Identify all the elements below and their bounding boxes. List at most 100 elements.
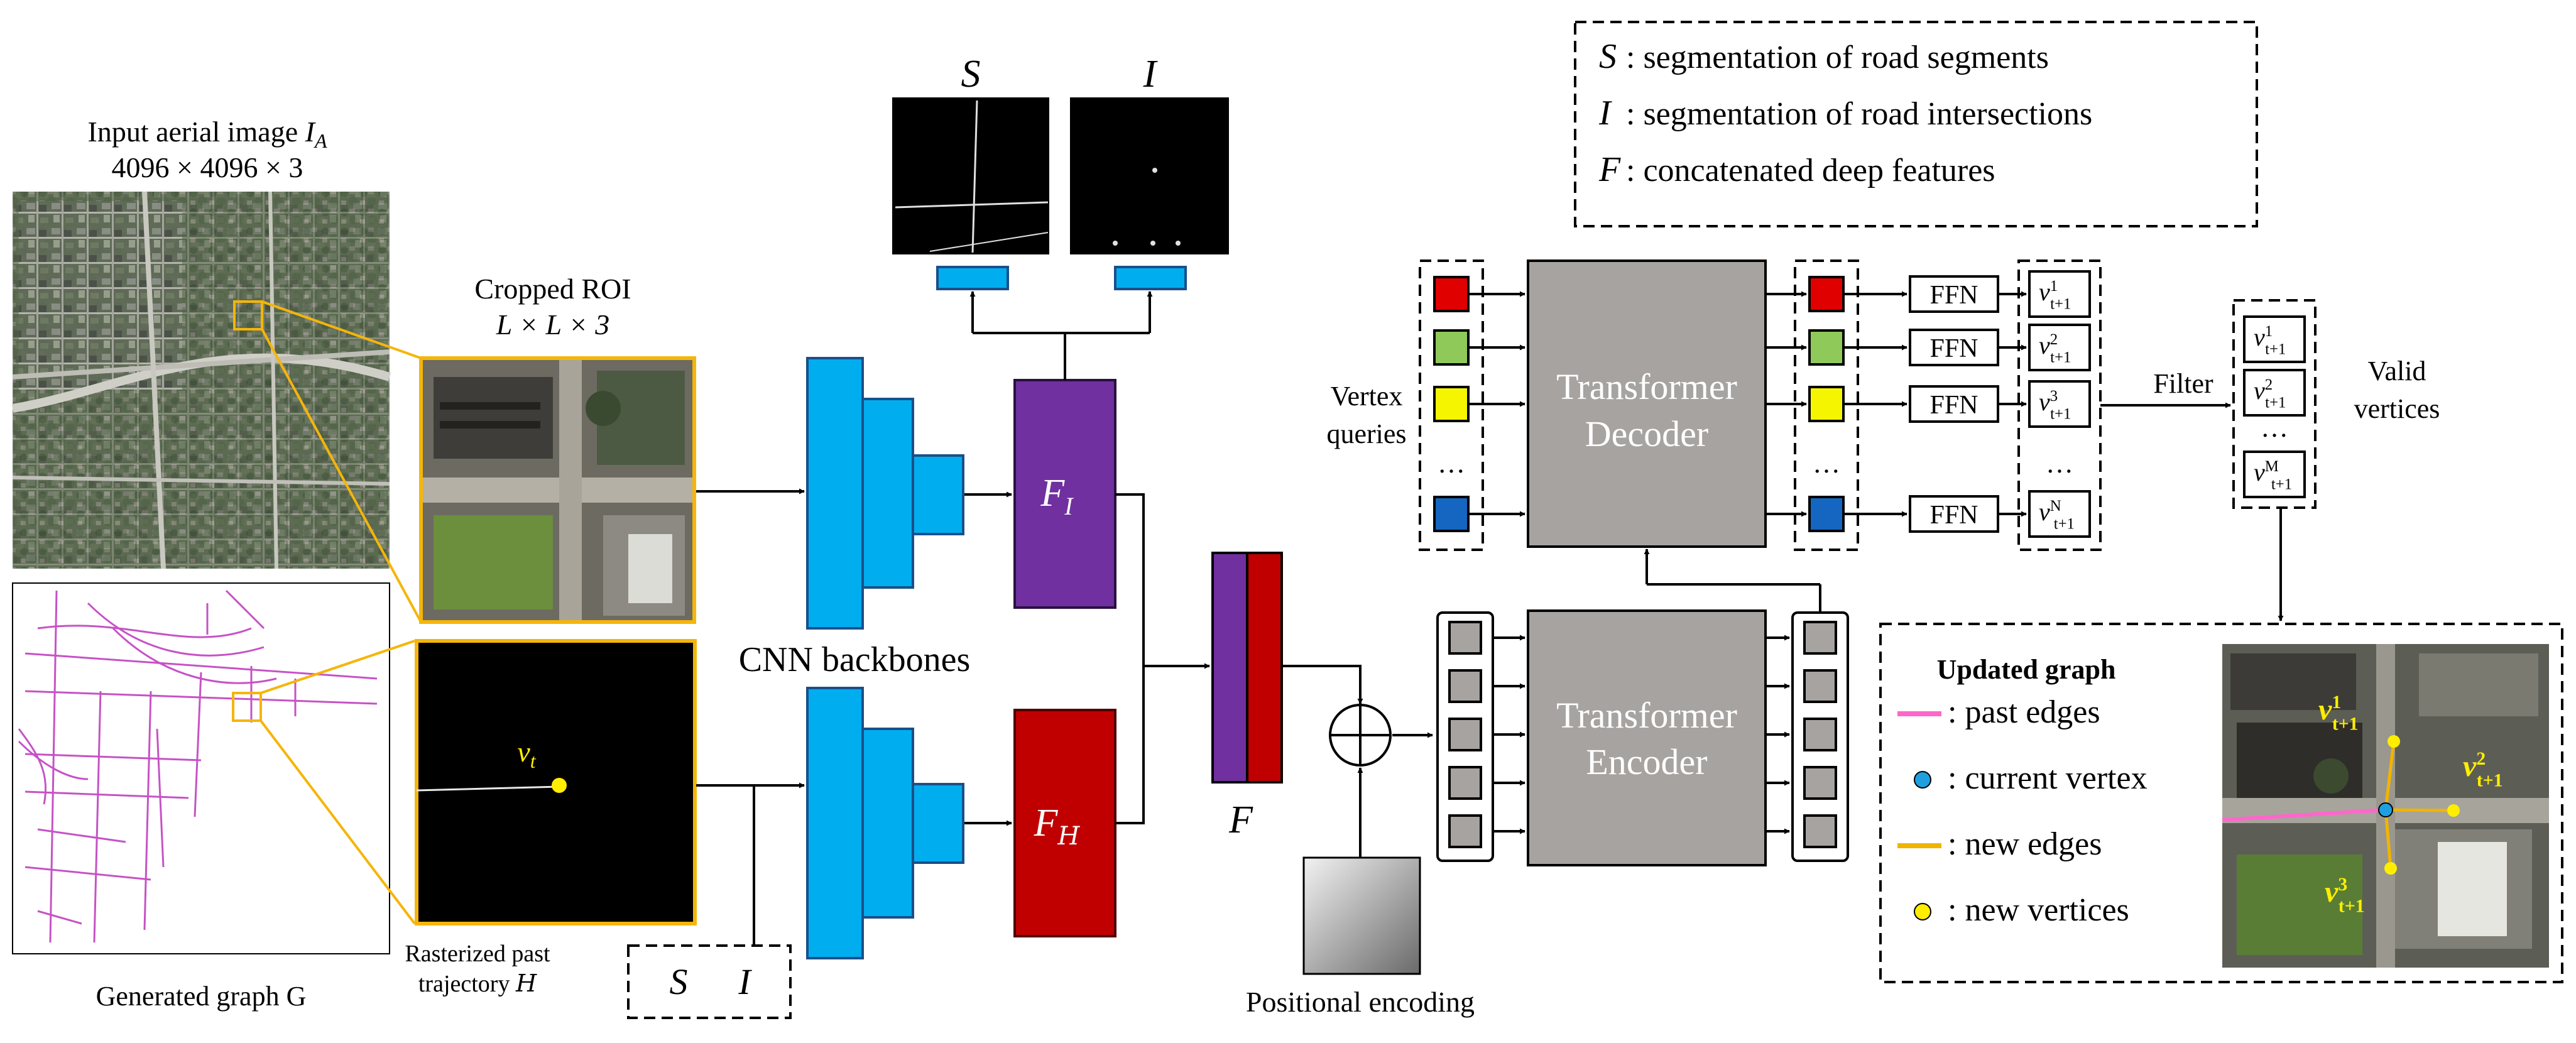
new-vertex-swatch [1914,903,1931,920]
decoder-label-line1: Transformer [1556,366,1737,407]
encoder-output-token [1803,621,1837,655]
updated-graph-title: Updated graph [1937,654,2116,685]
updated-graph-legend-text: : new edges [1948,826,2102,862]
feature-fi-symbol: FI [1040,472,1074,520]
cropped-roi-image [419,356,696,624]
ffn-label: FFN [1929,501,1978,530]
seg-s-map [892,97,1049,254]
ffn-box [1909,329,1999,366]
ffn-label: FFN [1929,391,1978,420]
encoder-input-token [1448,766,1482,800]
plus-connectors [1282,665,1433,858]
valid-vertices-ellipsis: … [2261,412,2288,443]
ffn-box [1909,495,1999,533]
predicted-vertex-box [2028,324,2091,371]
encoder-label-line1: Transformer [1556,695,1737,736]
zoom-lines [259,300,422,925]
si-s-symbol: S [670,961,688,1002]
positional-encoding-label: Positional encoding [1246,986,1475,1018]
valid-vertex-box [2243,369,2306,417]
cnn-backbone-top [806,357,964,630]
encoder-decoder-connector [1644,549,1821,613]
encoder-input-token [1448,621,1482,655]
cnn-to-feature-arrows [964,491,1012,826]
feature-fh-block: FH [1013,709,1116,937]
seg-s-head [936,266,1009,290]
generated-graph-label: Generated graph G [96,981,307,1012]
vertex-query-token [1433,276,1470,312]
valid-vertex-box [2243,315,2306,363]
left-connectors [696,488,805,946]
updated-graph-legend-text: : new vertices [1948,892,2129,928]
input-image-title: Input aerial image IA [88,116,327,152]
encoder-output-tokens [1791,611,1849,862]
transformer-encoder: Transformer Encoder [1527,609,1767,866]
si-input-box: S I [627,944,792,1019]
input-image-group: Input aerial image IA 4096 × 4096 × 3 [11,116,391,569]
encoder-arrows [1493,635,1790,834]
filter-step: Filter [2100,368,2231,408]
seg-i-map [1070,97,1229,254]
vertex-queries-ellipsis: … [1438,448,1465,479]
decoder-label-line2: Decoder [1585,413,1708,454]
positional-encoding: Positional encoding [1246,856,1475,1018]
vertex-query-token [1433,329,1470,366]
legend-symbol: I [1598,94,1612,133]
concatenated-feature: F [1211,552,1283,841]
decoder-outputs: … [1794,259,1859,551]
decoder-outputs-ellipsis: … [1813,448,1840,479]
transformer-decoder: Transformer Decoder [1527,259,1767,548]
predicted-vertices-ellipsis: … [2046,448,2073,479]
encoder-output-token [1803,814,1837,848]
decoder-output-token [1808,276,1845,312]
concat-connectors [1115,493,1210,824]
valid-vertices-label-line2: vertices [2354,393,2440,424]
legend-symbol: F [1598,150,1621,189]
encoder-output-token [1803,669,1837,703]
generated-graph: Generated graph G [12,582,390,1012]
head-connectors [969,291,1153,380]
predicted-vertex-box [2028,270,2091,318]
predicted-vertex-box [2028,380,2091,428]
vertex-queries-label-line1: Vertex [1331,381,1403,412]
legend-text: : segmentation of road intersections [1626,96,2092,132]
predicted-vertex-box [2028,490,2091,538]
updated-graph-legend-text: : current vertex [1948,760,2148,796]
cropped-roi-group: Cropped ROI L × L × 3 [419,273,696,624]
encoder-label-line2: Encoder [1586,741,1707,782]
cropped-roi-size: L × L × 3 [496,309,610,341]
seg-i-title: I [1143,53,1159,96]
ffn-label: FFN [1929,281,1978,310]
vertex-queries-label-line2: queries [1326,418,1406,449]
decoder-output-token [1808,386,1845,422]
segmentation-outputs: S I [892,53,1229,290]
encoder-input-token [1448,718,1482,751]
decoder-output-token [1808,329,1845,366]
vertex-query-token [1433,386,1470,422]
decoder-output-token [1808,496,1845,532]
cropped-roi-title: Cropped ROI [474,273,631,305]
si-i-symbol: I [738,961,752,1002]
ffn-box [1909,385,1999,423]
row-arrows [1468,291,2027,517]
rasterized-label-line1: Rasterized past [405,941,550,967]
filter-label: Filter [2153,368,2213,399]
concat-f-symbol: F [1228,799,1253,841]
updated-graph-panel: Updated graph : past edges: current vert… [1879,623,2563,983]
ffn-label: FFN [1929,334,1978,363]
feature-fh-symbol: FH [1034,802,1081,851]
ffn-column: FFN FFN FFN FFN [1909,275,1999,533]
seg-i-head [1114,266,1187,290]
